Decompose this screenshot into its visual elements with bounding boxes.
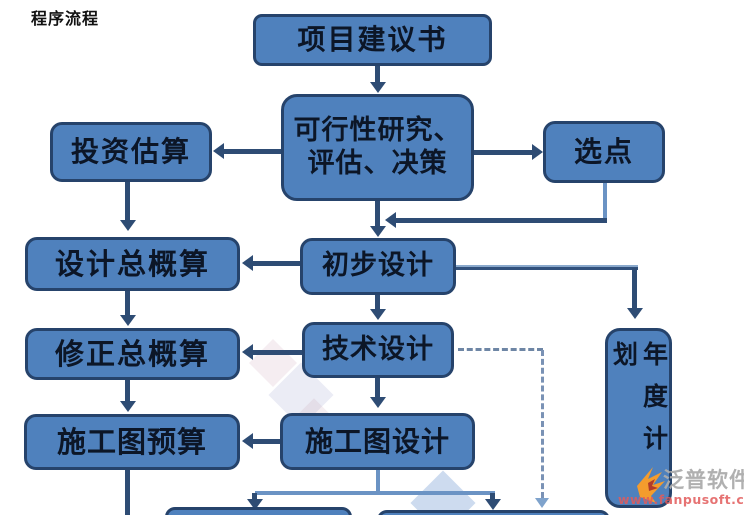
arrowhead-left-icon: [242, 255, 253, 271]
watermark-url-text: www.fanpusoft.com: [618, 492, 744, 507]
node-label: 选点: [573, 135, 634, 169]
arrowhead-down-icon: [247, 499, 263, 510]
node-technical-design: 技术设计: [302, 322, 454, 378]
node-investment-estimate: 投资估算: [50, 122, 212, 182]
node-construction-drawing-budget: 施工图预算: [24, 414, 240, 470]
node-preliminary-design: 初步设计: [300, 238, 456, 295]
node-site-selection: 选点: [543, 121, 665, 183]
arrowhead-left-icon: [242, 344, 253, 360]
arrowhead-left-icon: [213, 143, 224, 159]
connector-site-return-vertical: [603, 182, 607, 222]
arrowhead-left-icon: [242, 433, 253, 449]
watermark-brand-text: 泛普软件: [663, 468, 744, 492]
brand-watermark: 泛普软件 www.fanpusoft.com: [615, 462, 744, 512]
connector-investment-to-design-budget: [125, 182, 130, 222]
arrowhead-down-icon: [485, 499, 501, 510]
dashed-connector-technical-vertical: [541, 350, 544, 498]
node-annual-plan: 年度计划: [605, 328, 672, 508]
connector-construction-design-to-budget: [253, 439, 280, 444]
connector-technical-to-construction-design: [375, 377, 380, 399]
connector-preliminary-to-technical: [375, 293, 380, 311]
connector-construction-design-split-horizontal: [255, 491, 495, 495]
connector-technical-to-revised-budget: [253, 350, 302, 355]
node-label: 技术设计: [322, 333, 434, 365]
arrowhead-left-icon: [385, 212, 396, 228]
arrowhead-down-icon: [120, 220, 136, 231]
connector-proposal-to-feasibility: [375, 66, 380, 84]
connector-split-left-stub: [252, 493, 257, 500]
node-label: 年度计划: [609, 341, 669, 467]
node-design-total-budget: 设计总概算: [25, 237, 240, 291]
arrowhead-down-icon: [370, 397, 386, 408]
node-revised-total-budget: 修正总概算: [25, 328, 240, 380]
node-bottom-left-cutoff: [165, 507, 352, 515]
connector-preliminary-to-annual-vertical: [632, 268, 637, 310]
connector-preliminary-to-design-budget: [253, 261, 300, 266]
connector-feasibility-to-preliminary: [375, 200, 380, 228]
node-project-proposal: 项目建议书: [253, 14, 492, 66]
dashed-connector-technical-horizontal: [458, 348, 543, 351]
connector-split-right-stub: [490, 493, 495, 500]
connector-feasibility-to-investment: [224, 149, 281, 154]
arrowhead-down-icon: [627, 308, 643, 319]
connector-preliminary-to-annual-horizontal: [456, 265, 638, 270]
node-bottom-right-cutoff: [377, 510, 610, 515]
node-label: 投资估算: [70, 135, 191, 169]
node-label: 施工图设计: [304, 424, 450, 458]
connector-feasibility-to-site: [474, 150, 533, 155]
node-feasibility-study: 可行性研究、 评估、决策: [281, 94, 474, 201]
arrowhead-down-icon: [120, 315, 136, 326]
node-label: 项目建议书: [297, 23, 448, 57]
arrowhead-down-icon: [370, 226, 386, 237]
node-label: 设计总概算: [54, 246, 210, 281]
arrowhead-down-icon: [370, 309, 386, 320]
node-construction-drawing-design: 施工图设计: [280, 413, 475, 470]
arrowhead-down-icon: [120, 401, 136, 412]
connector-site-return-horizontal: [396, 218, 607, 223]
arrowhead-right-icon: [532, 144, 543, 160]
fanpu-logo-icon: [637, 467, 665, 503]
node-label-line2: 评估、决策: [307, 147, 448, 179]
page-title: 程序流程: [31, 9, 100, 28]
node-label: 修正总概算: [54, 336, 210, 371]
node-label-line1: 可行性研究、: [293, 115, 462, 147]
node-label: 初步设计: [322, 250, 434, 282]
connector-construction-budget-down: [125, 470, 130, 515]
node-label: 施工图预算: [56, 424, 207, 459]
connector-design-budget-to-revised-budget: [125, 291, 130, 317]
arrowhead-down-icon: [535, 498, 549, 508]
arrowhead-down-icon: [370, 82, 386, 93]
connector-construction-design-split-vertical: [376, 470, 380, 493]
connector-revised-budget-to-construction-budget: [125, 380, 130, 403]
